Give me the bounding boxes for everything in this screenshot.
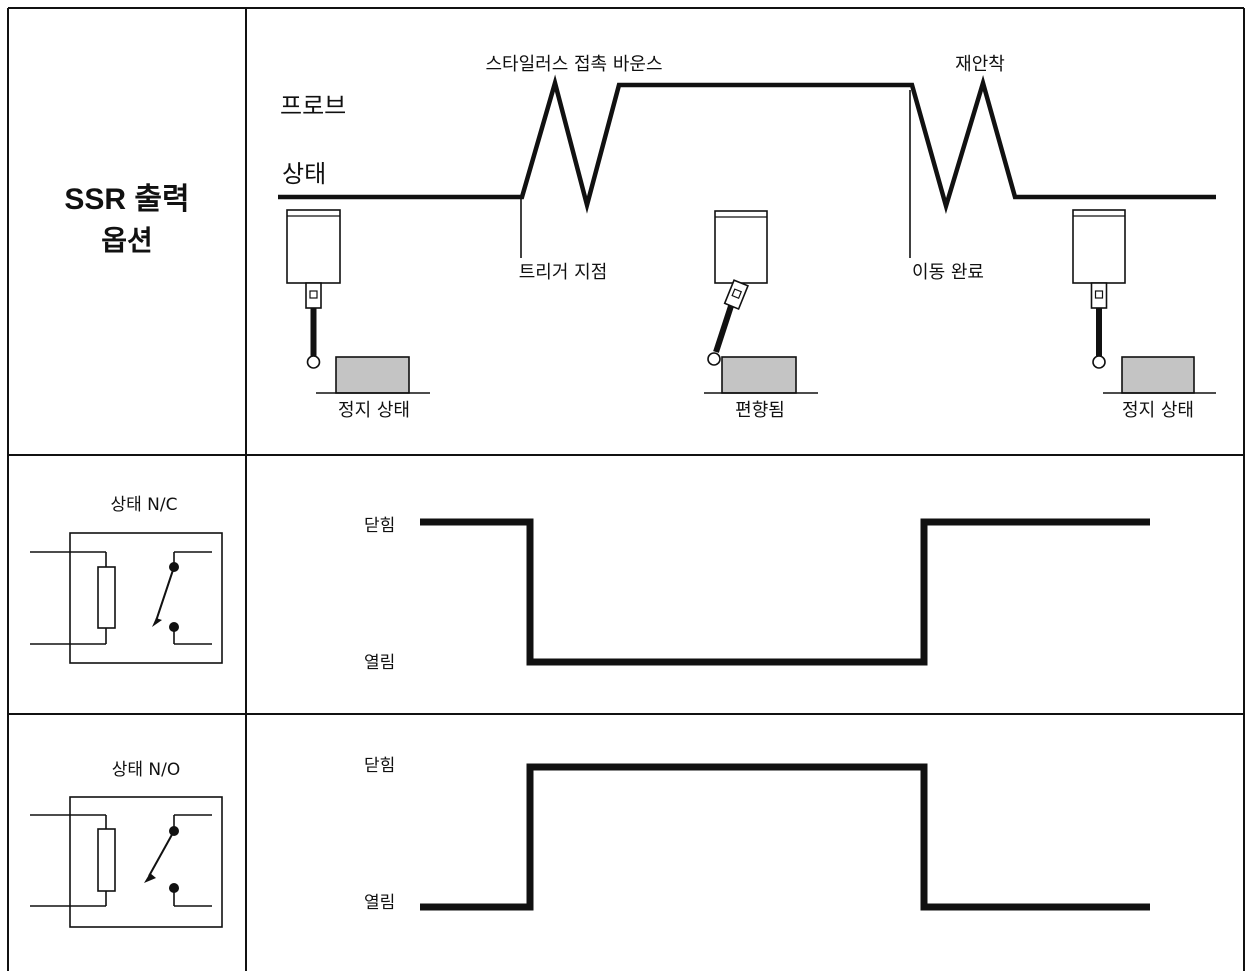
nc-state-label: 상태 N/C [111, 495, 178, 515]
probe-rest-left-icon [286, 209, 430, 394]
probe-deflected-icon [704, 210, 818, 394]
trigger-label: 트리거 지점 [519, 262, 608, 283]
probe-label: 프로브 [280, 92, 346, 120]
no-closed-label: 닫힘 [364, 756, 395, 776]
probe-state-waveform [278, 74, 1216, 215]
nc-waveform [420, 518, 1150, 666]
no-waveform [420, 763, 1150, 911]
bounce-label: 스타일러스 접촉 바운스 [485, 54, 662, 75]
nc-row: 상태 N/C 닫힘 열림 [30, 495, 1150, 673]
probe-rest-right-icon [1072, 209, 1216, 394]
nc-closed-label: 닫힘 [364, 516, 395, 536]
no-state-label: 상태 N/O [112, 760, 181, 780]
table-frame [7, 7, 1245, 971]
no-open-label: 열림 [364, 893, 395, 913]
state-label: 상태 [282, 160, 326, 188]
no-switch-symbol-icon [30, 796, 223, 928]
rest-left-label: 정지 상태 [338, 400, 410, 421]
nc-switch-symbol-icon [30, 532, 223, 664]
title-line-2: 옵션 [101, 224, 153, 257]
nc-open-label: 열림 [364, 653, 395, 673]
probe-state-panel: 프로브 상태 스타일러스 접촉 바운스 재안착 트리거 지점 이동 완료 정지 … [278, 54, 1216, 421]
rest-right-label: 정지 상태 [1122, 400, 1194, 421]
title-cell: SSR 출력 옵션 [64, 183, 189, 257]
move-done-label: 이동 완료 [912, 262, 984, 283]
reseat-label: 재안착 [955, 54, 1005, 75]
deflected-label: 편향됨 [735, 400, 785, 421]
no-row: 상태 N/O 닫힘 열림 [30, 756, 1150, 928]
title-line-1: SSR 출력 [64, 183, 189, 216]
